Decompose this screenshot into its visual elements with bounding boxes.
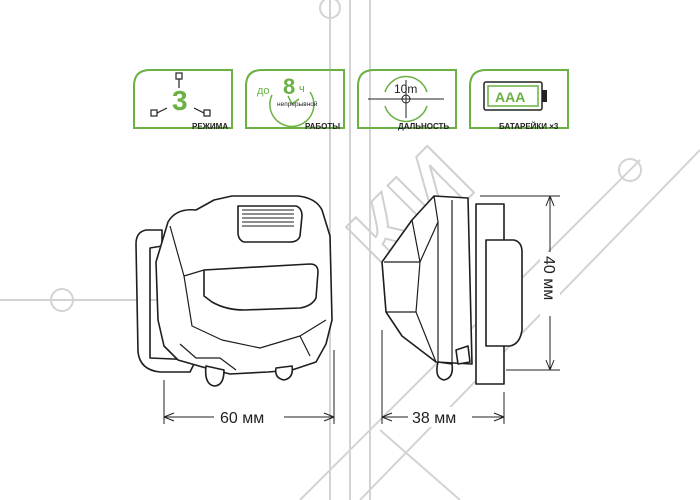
badge-frame <box>245 69 345 129</box>
badge-runtime: до 8 ч непрерывной РАБОТЫ <box>245 69 345 131</box>
dimension-width-label: 60 мм <box>220 410 264 427</box>
runtime-value: 8 <box>283 74 295 99</box>
battery-icon <box>483 81 547 111</box>
headlamp-side-view <box>381 195 523 385</box>
badge-modes: 3 РЕЖИМА <box>133 69 233 131</box>
runtime-clock-icon <box>269 91 315 128</box>
badge-battery: AAA БАТАРЕЙКИ ×3 <box>469 69 569 131</box>
runtime-unit: ч <box>299 83 305 95</box>
runtime-label: РАБОТЫ <box>305 122 340 131</box>
battery-value: AAA <box>495 89 525 105</box>
badge-frame <box>357 69 457 129</box>
dimension-depth-label: 38 мм <box>412 410 456 427</box>
range-target-icon <box>368 80 444 118</box>
badge-frame <box>133 69 233 129</box>
runtime-prefix: до <box>257 85 270 97</box>
headlamp-front-view <box>135 195 333 387</box>
dimension-height-label: 40 мм <box>540 256 557 300</box>
modes-icon <box>150 72 211 117</box>
range-value: 10m <box>394 82 417 96</box>
badge-range: 10m ДАЛЬНОСТЬ <box>357 69 457 131</box>
battery-label: БАТАРЕЙКИ ×3 <box>499 122 559 131</box>
modes-value: 3 <box>172 85 188 116</box>
runtime-sub: непрерывной <box>277 100 318 108</box>
range-label: ДАЛЬНОСТЬ <box>398 122 449 131</box>
badge-frame <box>469 69 569 129</box>
modes-label: РЕЖИМА <box>192 122 228 131</box>
